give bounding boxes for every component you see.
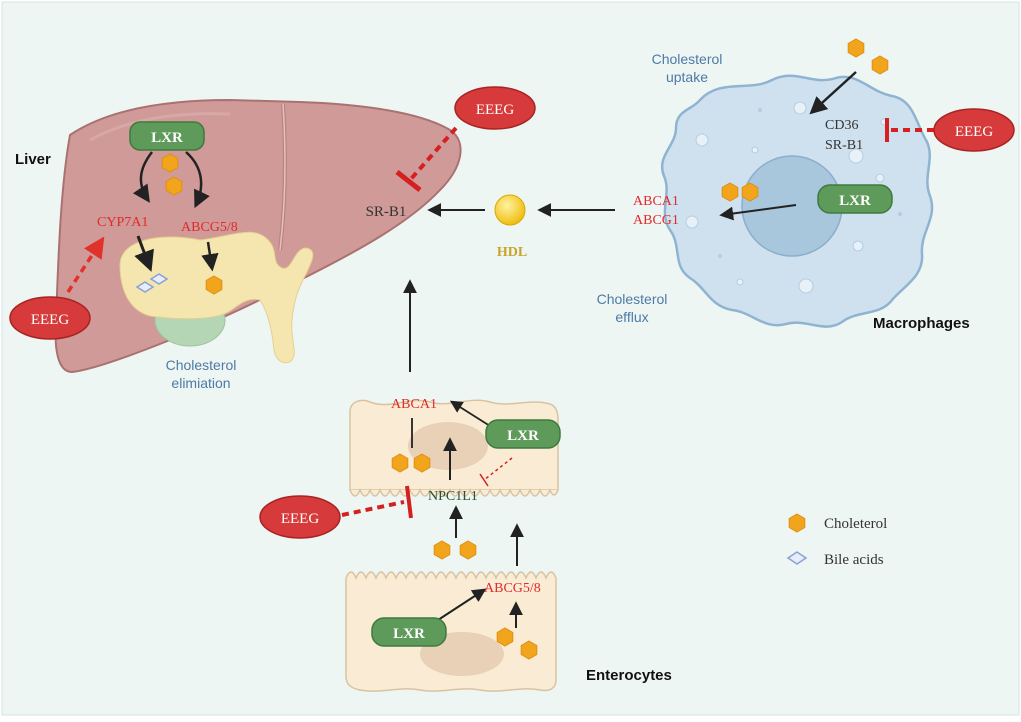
- macrophages-label: Macrophages: [873, 315, 970, 332]
- enterocyte-bottom: [345, 571, 557, 692]
- gallbladder: [119, 231, 314, 364]
- abca1-enterocyte-label: ABCA1: [391, 397, 437, 412]
- cholesterol-hexagon: [161, 153, 179, 173]
- hdl-particle: [494, 194, 526, 226]
- bile-acid-diamond: [135, 281, 155, 293]
- eeeg-liver-left: EEEG: [9, 296, 91, 340]
- cholesterol-efflux-label-2: efflux: [615, 309, 648, 325]
- bile-acid-diamond: [149, 273, 169, 285]
- cholesterol-uptake-label-1: Cholesterol: [652, 51, 723, 67]
- legend: Choleterol Bile acids: [786, 513, 887, 568]
- abcg1-macrophage-label: ABCG1: [633, 213, 679, 228]
- arrow-lxr-to-abcg58: [185, 151, 210, 209]
- npc1l1-label: NPC1L1: [428, 489, 478, 504]
- eeeg-macrophage-label: EEEG: [955, 124, 993, 140]
- arrow-lxr-to-abcg58-enterocyte: [437, 588, 487, 621]
- sr-b1-liver-label: SR-B1: [366, 204, 407, 220]
- liver-label: Liver: [15, 151, 51, 168]
- abca1-macrophage-label: ABCA1: [633, 194, 679, 209]
- arrow-lxr-to-abca1-enterocyte: [449, 400, 491, 427]
- cholesterol-elimination-label-2: elimiation: [171, 375, 230, 391]
- cholesterol-efflux-label-1: Cholesterol: [597, 291, 668, 307]
- cholesterol-hexagon: [459, 540, 477, 560]
- eeeg-liver-top: EEEG: [454, 86, 536, 130]
- inhibit-bar-npc1l1: [405, 485, 413, 519]
- cholesterol-hexagon: [165, 176, 183, 196]
- eeeg-enterocyte: EEEG: [259, 495, 341, 539]
- eeeg-macrophage: EEEG: [933, 108, 1015, 152]
- eeeg-liver-top-label: EEEG: [476, 102, 514, 118]
- hdl-label: HDL: [497, 245, 527, 260]
- cholesterol-hexagon: [496, 627, 514, 647]
- lxr-liver-label: LXR: [151, 130, 183, 146]
- lxr-macrophage: LXR: [817, 184, 893, 214]
- cholesterol-hexagon: [205, 275, 223, 295]
- cholesterol-hexagon: [721, 182, 739, 202]
- arrow-eeeg-to-cyp7a1: [66, 236, 105, 293]
- legend-cholesterol-icon: [788, 513, 806, 533]
- cholesterol-elimination-label-1: Cholesterol: [166, 357, 237, 373]
- cholesterol-hexagon: [871, 55, 889, 75]
- cholesterol-hexagon: [847, 38, 865, 58]
- abcg58-enterocyte-label: ABCG5/8: [484, 581, 541, 596]
- sr-b1-macrophage-label: SR-B1: [825, 138, 863, 153]
- cholesterol-hexagon: [433, 540, 451, 560]
- cholesterol-uptake-label-2: uptake: [666, 69, 708, 85]
- cd36-label: CD36: [825, 118, 858, 133]
- lxr-macrophage-label: LXR: [839, 193, 871, 209]
- inhibit-bar-lxr-npc1l1: [479, 473, 489, 487]
- eeeg-liver-left-label: EEEG: [31, 312, 69, 328]
- arrow-abcg58-to-bile: [201, 241, 219, 272]
- cholesterol-hexagon: [413, 453, 431, 473]
- lxr-enterocyte-top: LXR: [485, 419, 561, 449]
- arrow-cyp7a1-to-bile: [134, 235, 154, 272]
- arrow-cholesterol-uptake: [809, 71, 857, 115]
- cholesterol-hexagon: [520, 640, 538, 660]
- inhibit-eeeg-npc1l1: [341, 500, 405, 517]
- lxr-enterocyte-bottom-label: LXR: [393, 626, 425, 642]
- legend-cholesterol-label: Choleterol: [824, 516, 887, 532]
- abcg58-liver-label: ABCG5/8: [181, 220, 238, 235]
- cholesterol-hexagon: [741, 182, 759, 202]
- arrow-lxr-to-cyp7a1: [132, 151, 153, 203]
- inhibit-bar-sr-b1-liver: [395, 170, 422, 192]
- eeeg-enterocyte-label: EEEG: [281, 511, 319, 527]
- legend-bile-acids-label: Bile acids: [824, 552, 884, 568]
- lxr-enterocyte-top-label: LXR: [507, 428, 539, 444]
- cholesterol-hexagon: [391, 453, 409, 473]
- lxr-enterocyte-bottom: LXR: [371, 617, 447, 647]
- legend-bile-acids-icon: [786, 551, 808, 565]
- cyp7a1-label: CYP7A1: [97, 215, 148, 230]
- arrow-lxr-to-abca1: [719, 204, 797, 221]
- enterocytes-label: Enterocytes: [586, 667, 672, 684]
- lxr-liver: LXR: [129, 121, 205, 151]
